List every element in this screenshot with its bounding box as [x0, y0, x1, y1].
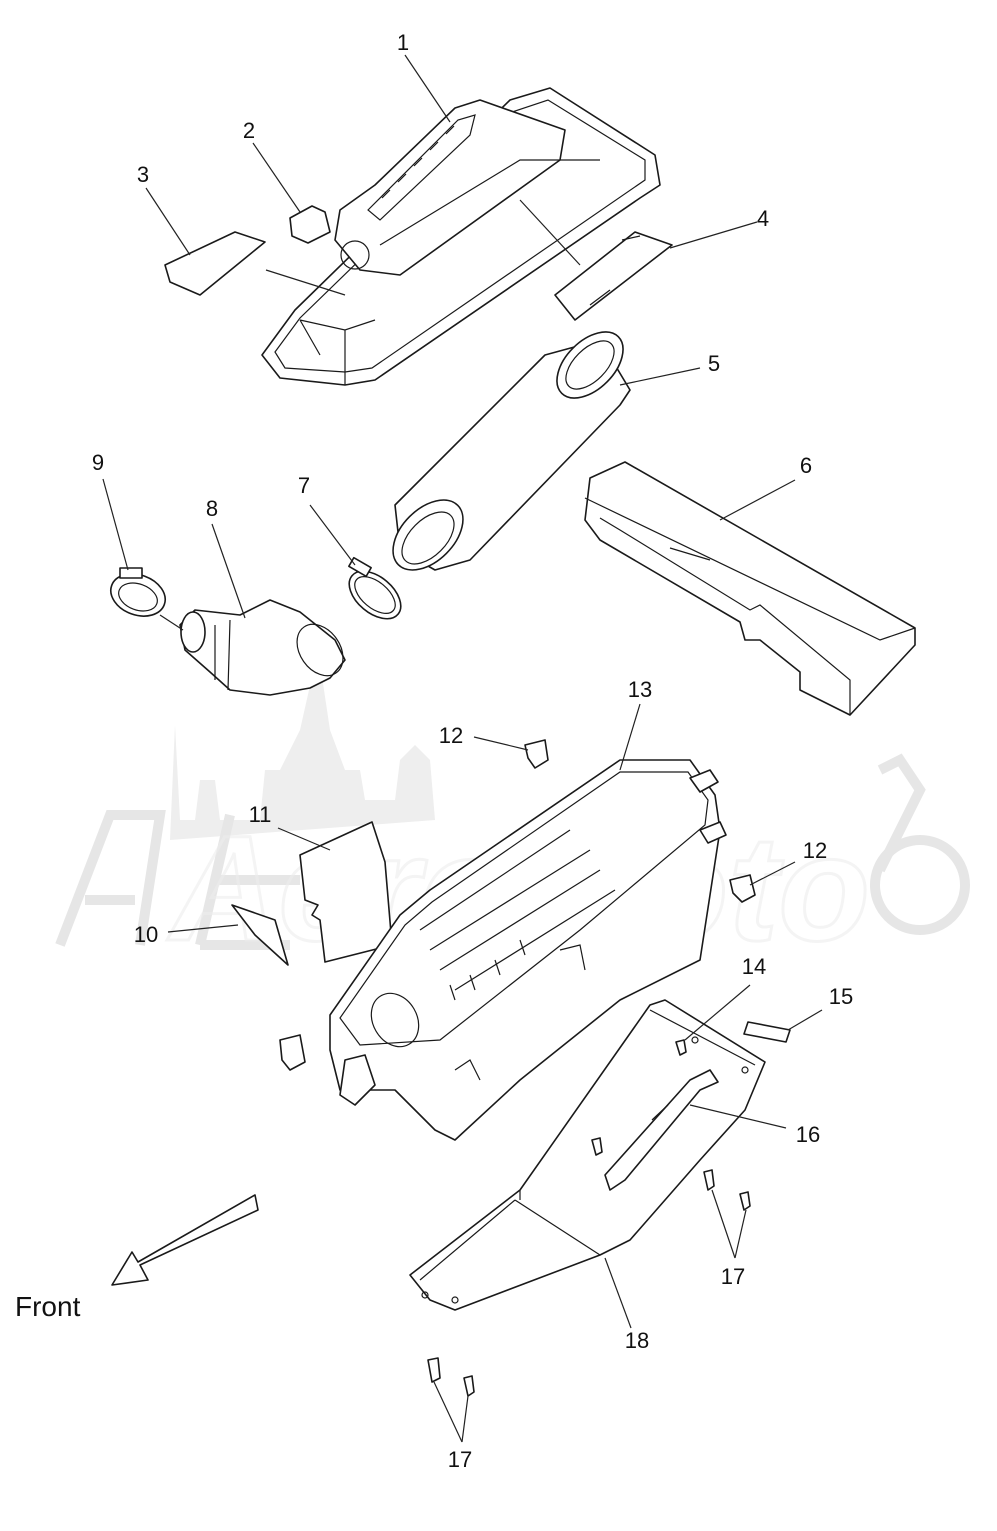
decal-part-3	[164, 231, 266, 296]
callout-16: 16	[796, 1122, 820, 1147]
callout-6: 6	[800, 453, 812, 478]
screw-part-17-d	[463, 1375, 475, 1397]
intake-boot	[179, 599, 346, 696]
callout-3: 3	[137, 162, 149, 187]
front-label: Front	[15, 1291, 81, 1322]
callout-11: 11	[249, 802, 272, 827]
strip-part-15	[743, 1021, 791, 1043]
air-filter	[392, 331, 631, 571]
callout-13: 13	[628, 677, 652, 702]
screw-near-bracket	[591, 1137, 603, 1156]
screw-part-17-c	[427, 1357, 441, 1383]
screw-part-17-a	[703, 1169, 715, 1191]
callout-14: 14	[742, 954, 766, 979]
callout-17-bottom: 17	[448, 1447, 472, 1472]
callout-8: 8	[206, 496, 218, 521]
callout-12-top: 12	[439, 723, 463, 748]
callout-9: 9	[92, 450, 104, 475]
screw-part-14	[675, 1039, 687, 1056]
air-box-base	[329, 759, 727, 1141]
hose-clamp-part-9	[110, 567, 166, 617]
callout-labels: 1 2 3 4 5 6 7 8 9 10 11 12 12 13 14 15 1…	[92, 30, 853, 1472]
callout-5: 5	[708, 351, 720, 376]
small-label-part-2	[289, 205, 331, 244]
callout-7: 7	[298, 473, 310, 498]
panel-part-11	[299, 821, 393, 963]
callout-4: 4	[757, 206, 769, 231]
clip-part-12-top	[524, 739, 549, 769]
callout-1: 1	[397, 30, 409, 55]
hose-clamp-part-7	[348, 556, 402, 620]
screw-part-17-b	[739, 1191, 751, 1211]
front-arrow	[111, 1194, 259, 1286]
bracket-part-16	[604, 1069, 719, 1191]
air-box-cover	[261, 87, 661, 386]
callout-10: 10	[134, 922, 158, 947]
callout-18: 18	[625, 1328, 649, 1353]
clip-left	[279, 1034, 306, 1071]
decal-part-4	[554, 231, 673, 321]
callout-2: 2	[243, 118, 255, 143]
callout-12-right: 12	[803, 838, 827, 863]
leader-lines	[102, 54, 823, 1443]
callout-17-right: 17	[721, 1264, 745, 1289]
bottom-shield	[409, 999, 766, 1311]
tab-part-10	[231, 904, 289, 966]
callout-15: 15	[829, 984, 853, 1009]
clip-part-12-right	[729, 874, 756, 903]
foam-block	[584, 461, 916, 716]
